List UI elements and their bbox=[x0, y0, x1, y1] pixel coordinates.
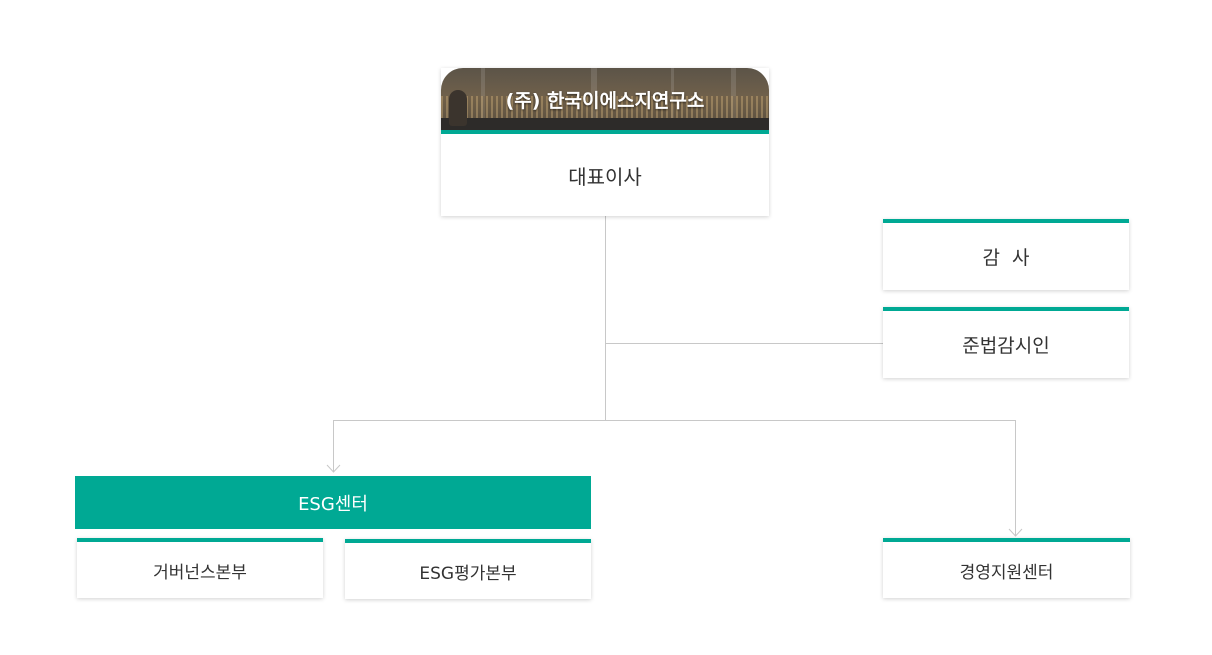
auditor-box: 감 사 bbox=[883, 219, 1129, 290]
esg-rating-division-label: ESG평가본부 bbox=[419, 563, 517, 584]
esg-center-box: ESG센터 bbox=[75, 476, 591, 529]
governance-division-box: 거버넌스본부 bbox=[77, 538, 323, 598]
management-support-box: 경영지원센터 bbox=[883, 538, 1130, 598]
ceo-card-accent-bar bbox=[441, 130, 769, 134]
management-support-label: 경영지원센터 bbox=[959, 562, 1054, 583]
ceo-label: 대표이사 bbox=[568, 164, 642, 189]
banner-person-figure bbox=[449, 90, 467, 126]
compliance-officer-box: 준법감시인 bbox=[883, 307, 1129, 378]
esg-center-label: ESG센터 bbox=[298, 493, 368, 515]
compliance-officer-label: 준법감시인 bbox=[962, 335, 1050, 357]
company-name: (주) 한국이에스지연구소 bbox=[505, 90, 705, 112]
arrowhead-esg bbox=[326, 464, 341, 473]
governance-division-label: 거버넌스본부 bbox=[153, 562, 247, 583]
esg-rating-division-box: ESG평가본부 bbox=[345, 539, 591, 599]
auditor-label: 감 사 bbox=[982, 247, 1030, 269]
arrowhead-support bbox=[1008, 528, 1023, 537]
ceo-card: (주) 한국이에스지연구소 대표이사 bbox=[441, 68, 769, 216]
company-banner: (주) 한국이에스지연구소 bbox=[441, 68, 769, 130]
